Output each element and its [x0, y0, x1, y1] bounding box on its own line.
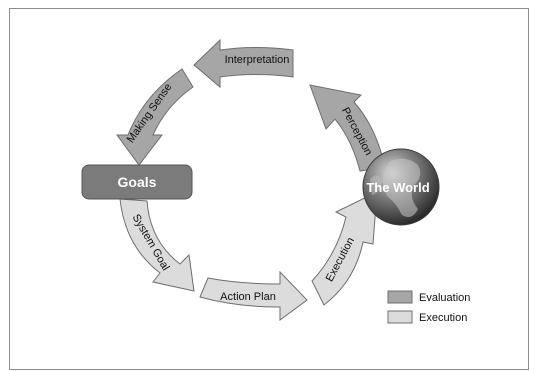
arrow-perception: Perception — [309, 84, 386, 172]
legend-label-evaluation: Evaluation — [419, 292, 470, 304]
arrow-making-sense-shape — [116, 68, 194, 166]
legend-swatch-evaluation — [387, 290, 413, 304]
arrow-interpretation: Interpretation — [193, 38, 294, 89]
goals-label: Goals — [118, 174, 157, 190]
goals-box: Goals — [81, 164, 193, 200]
arrow-interpretation-shape — [193, 38, 294, 89]
cycle-diagram: Interpretation Making Sense Perception S… — [81, 38, 470, 324]
arrow-action-plan-label: Action Plan — [220, 291, 276, 303]
arrow-execution: Execution — [311, 191, 378, 306]
world-label: The World — [366, 180, 429, 195]
goals-box-shape — [81, 164, 193, 200]
globe-continent-shape — [382, 158, 421, 217]
arrow-interpretation-label: Interpretation — [225, 54, 290, 66]
arrow-perception-shape — [309, 84, 386, 172]
arrow-system-goal: System Goal — [119, 198, 195, 292]
globe-continent-shape-2 — [370, 175, 382, 195]
legend-item-evaluation: Evaluation — [387, 290, 470, 304]
legend-swatch-execution — [387, 310, 413, 324]
arrow-execution-shape — [311, 191, 378, 306]
legend: Evaluation Execution — [387, 290, 470, 324]
arrow-action-plan: Action Plan — [199, 270, 308, 321]
legend-item-execution: Execution — [387, 310, 467, 324]
world-globe: The World — [362, 148, 440, 226]
legend-label-execution: Execution — [419, 312, 467, 324]
arrow-system-goal-shape — [119, 198, 195, 292]
diagram-frame: Interpretation Making Sense Perception S… — [9, 8, 529, 370]
arrow-making-sense: Making Sense — [116, 68, 194, 166]
arrow-action-plan-shape — [199, 270, 308, 321]
